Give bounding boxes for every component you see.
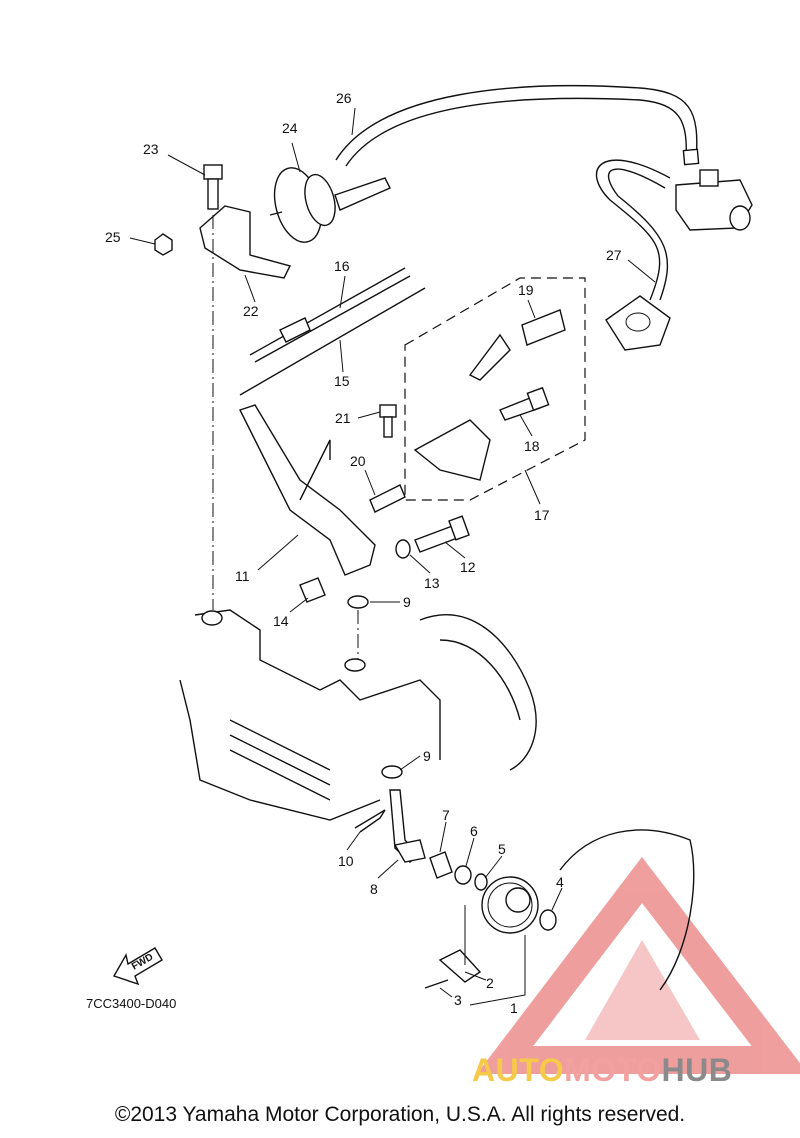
callout-bracket-1 (464, 905, 526, 1006)
copyright-text: ©2013 Yamaha Motor Corporation, U.S.A. A… (114, 1103, 686, 1126)
callout-27: 27 (606, 247, 622, 263)
bolt-23 (203, 164, 223, 210)
assembly-box-17 (404, 277, 586, 501)
callout-11: 11 (235, 568, 250, 584)
callout-17: 17 (534, 507, 550, 523)
gear-1 (481, 876, 539, 934)
rod-16 (249, 267, 411, 363)
bracket-22 (199, 205, 292, 279)
case-cover (559, 829, 695, 991)
collar-7 (429, 851, 453, 879)
callout-19: 19 (518, 282, 534, 298)
diagram-code: 7CC3400-D040 (86, 996, 177, 1011)
clip-5 (474, 873, 488, 891)
intake-flange-27 (605, 295, 671, 351)
washer-6 (454, 865, 472, 885)
fwd-arrow-icon: FWD (112, 947, 163, 986)
callout-12: 12 (460, 559, 476, 575)
shaft-8 (389, 789, 426, 863)
bolt-18 (499, 386, 550, 421)
callout-4: 4 (556, 874, 564, 890)
watermark-logo-icon (476, 856, 800, 1074)
nut-25 (154, 233, 173, 256)
bolt-12 (414, 515, 470, 553)
plate-17 (468, 333, 511, 381)
callout-7: 7 (442, 807, 450, 823)
washer-9-lower (381, 765, 403, 779)
bracket-17 (413, 419, 491, 481)
callout-15: 15 (334, 373, 350, 389)
watermark-text: AUTOMOTOHUB (472, 1052, 732, 1089)
leader-lines (129, 107, 656, 998)
callout-9-lower: 9 (423, 748, 431, 764)
callout-6: 6 (470, 823, 478, 839)
spring-19 (521, 309, 566, 346)
washer-4 (539, 909, 557, 931)
lever-11 (239, 404, 376, 576)
bolt-21 (379, 404, 397, 438)
washer-9-upper (347, 595, 369, 609)
callout-26: 26 (336, 90, 352, 106)
callout-23: 23 (143, 141, 159, 157)
callout-5: 5 (498, 841, 506, 857)
engine-case (179, 609, 537, 821)
callout-1: 1 (510, 1000, 518, 1016)
pin-3 (424, 979, 449, 989)
callout-18: 18 (524, 438, 540, 454)
watermark-part-1: AUTO (472, 1052, 565, 1088)
callout-16: 16 (334, 258, 350, 274)
callout-22: 22 (243, 303, 259, 319)
watermark-part-2: MOTO (564, 1052, 662, 1088)
diaphragm-24 (269, 167, 391, 243)
callout-2: 2 (486, 975, 494, 991)
spring-20 (369, 484, 406, 513)
callout-14: 14 (273, 613, 289, 629)
callout-20: 20 (350, 453, 366, 469)
clip-10 (354, 809, 386, 833)
callout-13: 13 (424, 575, 440, 591)
washer-13 (395, 539, 411, 559)
callout-25: 25 (105, 229, 121, 245)
watermark-part-3: HUB (661, 1052, 733, 1088)
hose-26 (335, 85, 700, 167)
callout-24: 24 (282, 120, 298, 136)
hose-27 (595, 159, 671, 301)
callout-9-upper: 9 (403, 594, 411, 610)
plate-2 (438, 949, 482, 983)
rod-15 (239, 287, 426, 396)
callout-3: 3 (454, 992, 462, 1008)
callout-8: 8 (370, 881, 378, 897)
vacuum-valve (675, 169, 753, 231)
block-14 (299, 577, 326, 603)
callout-21: 21 (335, 410, 351, 426)
callout-10: 10 (338, 853, 354, 869)
